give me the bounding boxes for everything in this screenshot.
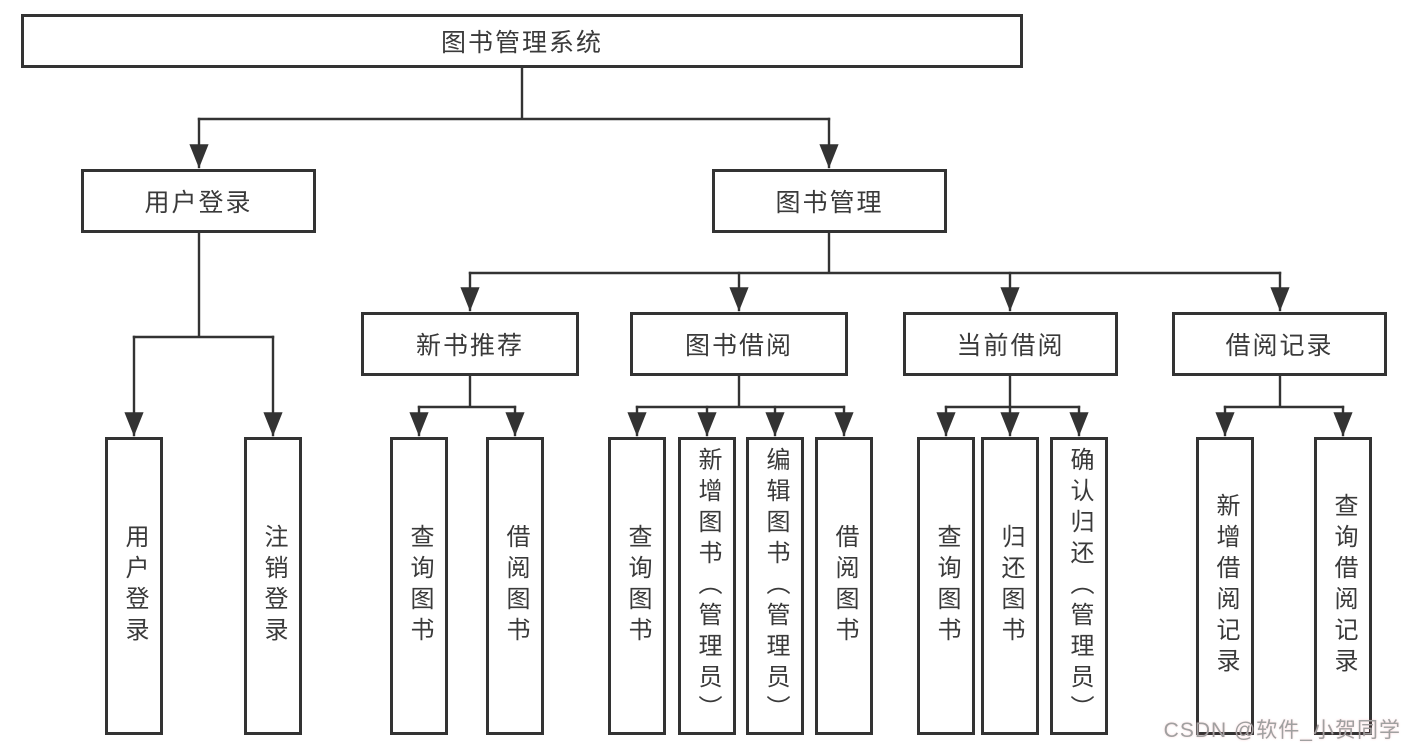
leaf-add-book-admin: 新增图书（管理员） xyxy=(678,437,736,735)
node-root: 图书管理系统 xyxy=(21,14,1023,68)
node-book-borrow: 图书借阅 xyxy=(630,312,848,376)
connector-borrow-records-elbow xyxy=(1223,374,1345,409)
node-book-management: 图书管理 xyxy=(712,169,947,233)
leaf-add-borrow-record: 新增借阅记录 xyxy=(1196,437,1254,735)
connector-new-book-elbow xyxy=(417,374,517,409)
leaf-borrow-book-1: 借阅图书 xyxy=(486,437,544,735)
connector-book-borrow-elbow xyxy=(635,374,846,409)
connector-current-borrow-elbow xyxy=(944,374,1081,409)
csdn-watermark: CSDN @软件_小贺同学 xyxy=(1163,719,1401,742)
leaf-return-book: 归还图书 xyxy=(981,437,1039,735)
node-new-book-recommend: 新书推荐 xyxy=(361,312,579,376)
leaf-borrow-book-2: 借阅图书 xyxy=(815,437,873,735)
leaf-confirm-return-admin: 确认归还（管理员） xyxy=(1050,437,1108,735)
leaf-search-borrow-record: 查询借阅记录 xyxy=(1314,437,1372,735)
connector-book-management-elbow xyxy=(468,231,1282,275)
leaf-search-book-3: 查询图书 xyxy=(917,437,975,735)
node-current-borrow: 当前借阅 xyxy=(903,312,1118,376)
node-borrow-records: 借阅记录 xyxy=(1172,312,1387,376)
node-user-login: 用户登录 xyxy=(81,169,316,233)
connector-user-login-elbow xyxy=(132,231,275,339)
connector-root-elbow xyxy=(197,66,831,121)
leaf-edit-book-admin: 编辑图书（管理员） xyxy=(746,437,804,735)
leaf-search-book-1: 查询图书 xyxy=(390,437,448,735)
leaf-logout-login: 注销登录 xyxy=(244,437,302,735)
leaf-search-book-2: 查询图书 xyxy=(608,437,666,735)
leaf-user-login: 用户登录 xyxy=(105,437,163,735)
